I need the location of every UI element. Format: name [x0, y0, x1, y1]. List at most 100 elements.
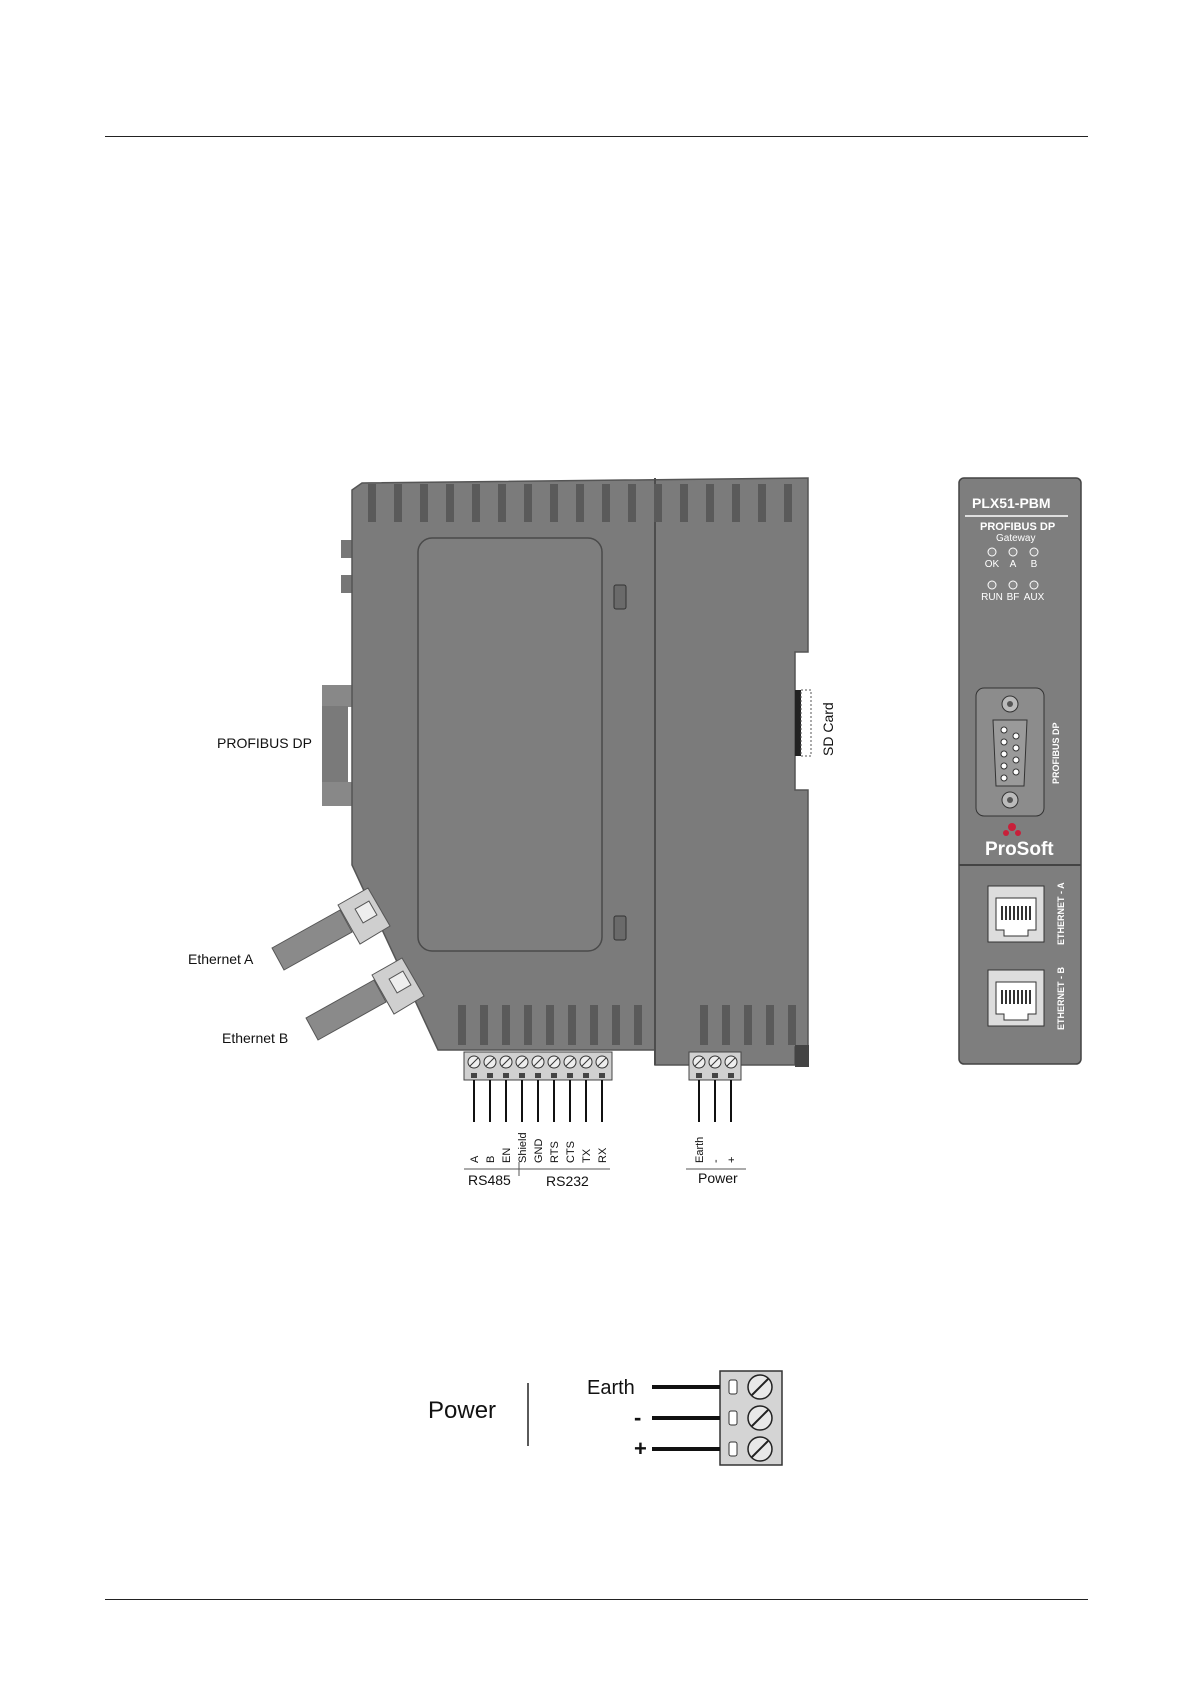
power-detail-pin-label: -	[634, 1405, 641, 1430]
rj45-contact	[1013, 990, 1015, 1004]
side-stub-1	[341, 540, 353, 558]
rs485-label: RS485	[468, 1172, 511, 1188]
brand-label: ProSoft	[985, 839, 1054, 860]
db9-pin	[1001, 775, 1007, 781]
status-led-icon	[1009, 548, 1017, 556]
serial-pin-label: B	[485, 1156, 497, 1163]
status-led-icon	[988, 548, 996, 556]
rj45-contact	[1029, 990, 1031, 1004]
led-label: A	[1010, 559, 1017, 570]
vent-slot	[628, 484, 636, 522]
vent-slot	[472, 484, 480, 522]
vent-slot	[576, 484, 584, 522]
db9-pin	[1013, 769, 1019, 775]
serial-pin-labels: ABENShieldGNDRTSCTSTXRX	[469, 1132, 609, 1163]
db9-pin	[1001, 763, 1007, 769]
rj45-contact	[1013, 906, 1015, 920]
front-subtitle-1: PROFIBUS DP	[980, 521, 1055, 533]
rj45-contact	[1025, 990, 1027, 1004]
front-port-label: PROFIBUS DP	[1051, 722, 1061, 784]
rj45-contact	[1005, 990, 1007, 1004]
front-panel: PLX51-PBM PROFIBUS DP Gateway OKAB RUNBF…	[959, 478, 1081, 1064]
vent-slot	[744, 1005, 752, 1045]
vent-slot	[612, 1005, 620, 1045]
terminal-hole	[696, 1073, 702, 1078]
profibus-label: PROFIBUS DP	[217, 735, 312, 751]
ethernet-b-cable	[306, 958, 424, 1040]
terminal-hole	[471, 1073, 477, 1078]
profibus-connector-top	[322, 685, 352, 707]
status-led-icon	[1030, 548, 1038, 556]
serial-pin-label: Shield	[517, 1132, 529, 1163]
front-subtitle-2: Gateway	[996, 533, 1035, 544]
vent-slot	[524, 1005, 532, 1045]
vent-slot	[732, 484, 740, 522]
power-detail-hole	[729, 1442, 737, 1456]
power-pin-labels: Earth-+	[694, 1137, 738, 1163]
right-foot	[795, 1045, 809, 1067]
vent-slot	[498, 484, 506, 522]
ethernet-b-port	[988, 970, 1044, 1026]
status-led-icon	[1030, 581, 1038, 589]
led-label: AUX	[1024, 592, 1045, 603]
rj45-contact	[1029, 906, 1031, 920]
serial-pin-label: EN	[501, 1148, 513, 1163]
ethernet-a-port	[988, 886, 1044, 942]
serial-pin-label: GND	[533, 1139, 545, 1164]
ethernet-b-label: Ethernet B	[222, 1030, 288, 1046]
vent-slot	[634, 1005, 642, 1045]
db9-pin	[1001, 751, 1007, 757]
serial-wires	[474, 1080, 602, 1122]
ethernet-a-port-label: ETHERNET - A	[1056, 882, 1066, 945]
power-pin-label: Earth	[694, 1137, 706, 1163]
rj45-contact	[1005, 906, 1007, 920]
rj45-contact	[1001, 906, 1003, 920]
rj45-contact	[1001, 990, 1003, 1004]
ethernet-a-label: Ethernet A	[188, 951, 254, 967]
led-label: BF	[1007, 592, 1020, 603]
serial-pin-label: A	[469, 1155, 481, 1163]
terminal-hole	[551, 1073, 557, 1078]
power-detail-pin-label: Earth	[587, 1377, 635, 1399]
terminal-hole	[599, 1073, 605, 1078]
power-detail-pin-label: +	[634, 1436, 647, 1461]
vent-slot	[700, 1005, 708, 1045]
power-detail-hole	[729, 1411, 737, 1425]
serial-pin-label: RTS	[549, 1141, 561, 1163]
rj45-contact	[1021, 990, 1023, 1004]
vent-slot	[706, 484, 714, 522]
status-led-icon	[1009, 581, 1017, 589]
led-label: B	[1031, 559, 1038, 570]
terminal-hole	[535, 1073, 541, 1078]
vent-slot	[502, 1005, 510, 1045]
rj45-contact	[1017, 906, 1019, 920]
power-screws	[693, 1056, 737, 1078]
led-row-2: RUN BF AUX	[981, 581, 1044, 603]
led-label: RUN	[981, 592, 1003, 603]
profibus-connector-bottom	[322, 782, 352, 806]
terminal-hole	[519, 1073, 525, 1078]
terminal-hole	[503, 1073, 509, 1078]
vent-slot	[480, 1005, 488, 1045]
vent-slot	[420, 484, 428, 522]
led-row-1: OK A B	[985, 548, 1038, 570]
vent-slot	[680, 484, 688, 522]
vent-slot	[458, 1005, 466, 1045]
terminal-hole	[567, 1073, 573, 1078]
ethernet-a-cable	[272, 888, 390, 970]
power-pin-label: +	[726, 1157, 738, 1163]
rs232-label: RS232	[546, 1173, 589, 1189]
sd-card-outline	[801, 690, 811, 756]
vent-slot	[590, 1005, 598, 1045]
clip-top	[614, 585, 626, 609]
db9-pin	[1013, 745, 1019, 751]
side-stub-2	[341, 575, 353, 593]
led-label: OK	[985, 559, 1000, 570]
power-connector-detail: Power Earth-+	[428, 1371, 782, 1465]
rj45-contact	[1009, 906, 1011, 920]
rj45-contact	[1017, 990, 1019, 1004]
db9-pin	[1001, 739, 1007, 745]
side-view: PROFIBUS DP Ethernet A Ethernet B SD Car…	[188, 478, 836, 1189]
vent-slot	[394, 484, 402, 522]
